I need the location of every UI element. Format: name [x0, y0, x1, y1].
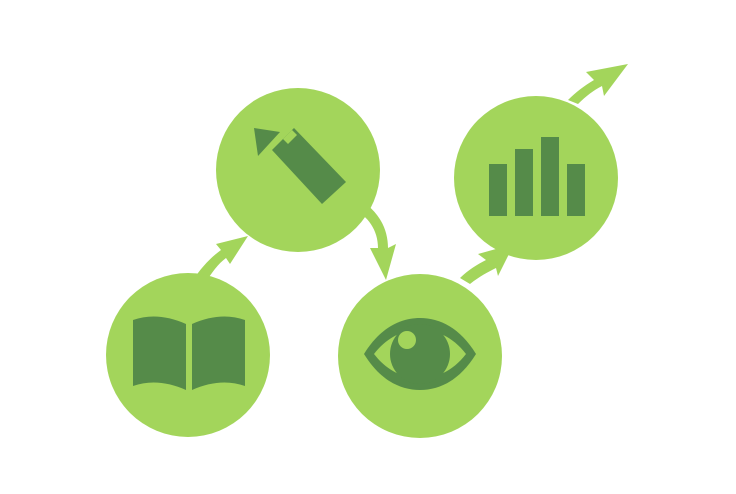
arrow-book-to-pencil: [193, 236, 248, 285]
arrow-eye-to-chart: [460, 244, 514, 284]
step-measure-circle: [454, 96, 618, 260]
bar-chart-icon: [489, 137, 585, 216]
open-book-icon: [133, 316, 245, 390]
step-observe: [338, 274, 502, 438]
arrow-pencil-to-eye: [352, 198, 396, 280]
arrow-chart-growth: [568, 64, 628, 104]
step-read-circle: [106, 273, 270, 437]
pencil-icon: [254, 128, 346, 204]
step-read: [106, 273, 270, 437]
eye-icon: [364, 318, 476, 390]
step-measure: [454, 96, 618, 260]
step-write: [216, 88, 380, 252]
